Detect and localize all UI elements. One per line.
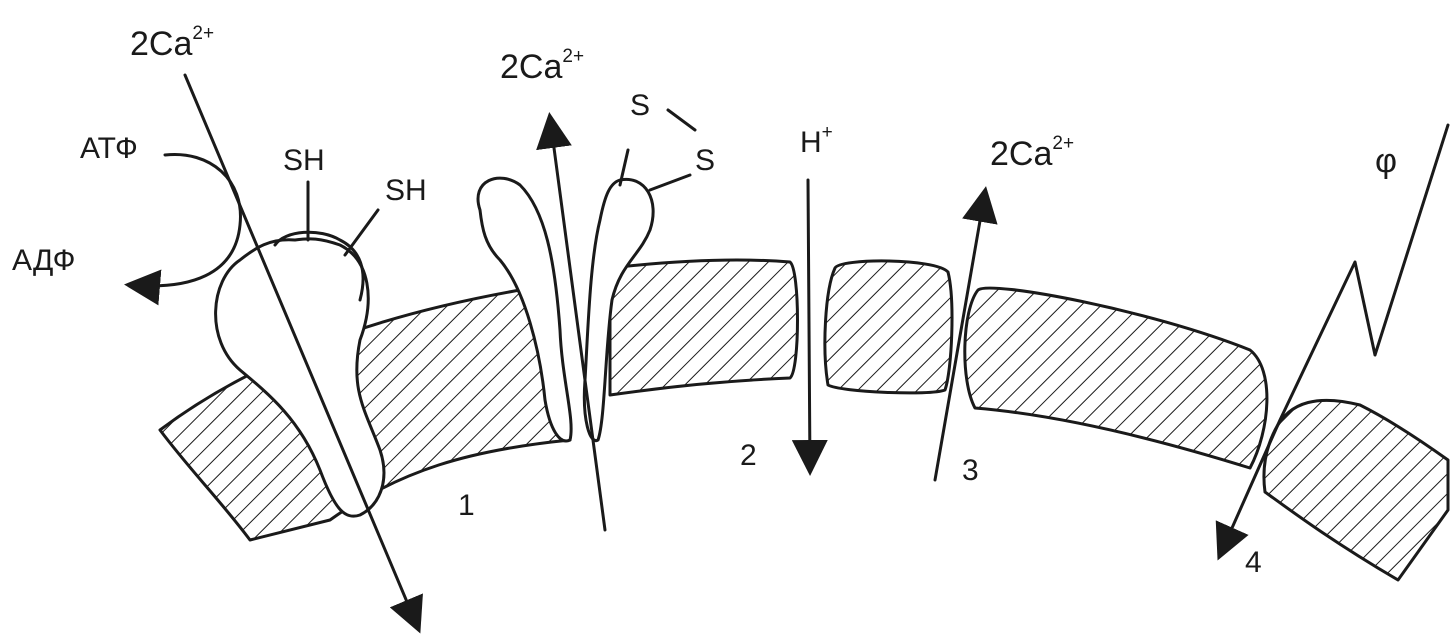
pathway-number-3: 3 [962,454,979,487]
adp-label: АДФ [12,244,75,277]
ca-label-right: 2Ca2+ [990,133,1074,173]
membrane-segment-4 [965,288,1267,468]
atp-adp-arrow [130,154,240,285]
sh-label-2: SH [385,174,427,207]
ca-label-mid: 2Ca2+ [500,46,584,86]
h-arrow [808,180,810,470]
s-bond-stalk-2 [650,175,690,190]
pathway-number-2: 2 [740,439,757,472]
sh-label-1: SH [283,144,325,177]
pathway-number-4: 4 [1245,546,1262,579]
pathway-number-1: 1 [458,489,475,522]
h-label: H+ [800,122,833,159]
ca-label-left: 2Ca2+ [130,23,214,63]
sh-stalk-2 [345,210,378,255]
membrane-segment-3 [825,261,952,393]
phi-label: φ [1375,142,1397,180]
membrane-segment-2 [610,260,798,395]
s-label-2: S [695,144,715,177]
membrane-segment-5 [1264,400,1448,580]
disulfide-bond [668,110,695,130]
atp-label: АТФ [80,132,138,165]
s-label-1: S [630,89,650,122]
